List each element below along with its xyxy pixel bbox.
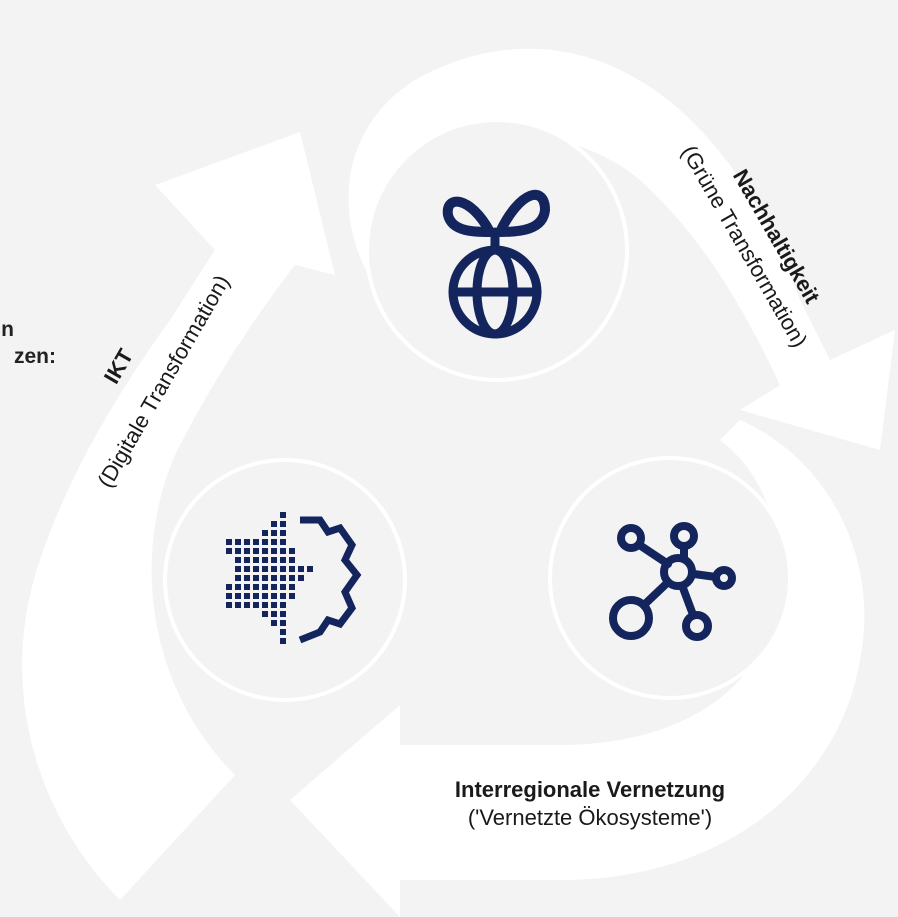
arrow-band-top bbox=[348, 48, 896, 450]
circle-right bbox=[548, 456, 792, 700]
left-partial-text-2: zen: bbox=[14, 345, 56, 368]
arrow-band-left bbox=[22, 132, 335, 900]
label-vernetzung-subtitle: ('Vernetzte Ökosysteme') bbox=[468, 805, 712, 830]
label-vernetzung-title: Interregionale Vernetzung bbox=[455, 777, 725, 802]
network-nodes-icon bbox=[609, 522, 736, 641]
left-partial-text-1: n bbox=[1, 318, 14, 341]
digital-gear-icon bbox=[226, 512, 313, 644]
gear-outline bbox=[298, 516, 362, 644]
plant-globe-icon bbox=[442, 189, 550, 339]
arrow-band-bottom bbox=[290, 420, 865, 917]
